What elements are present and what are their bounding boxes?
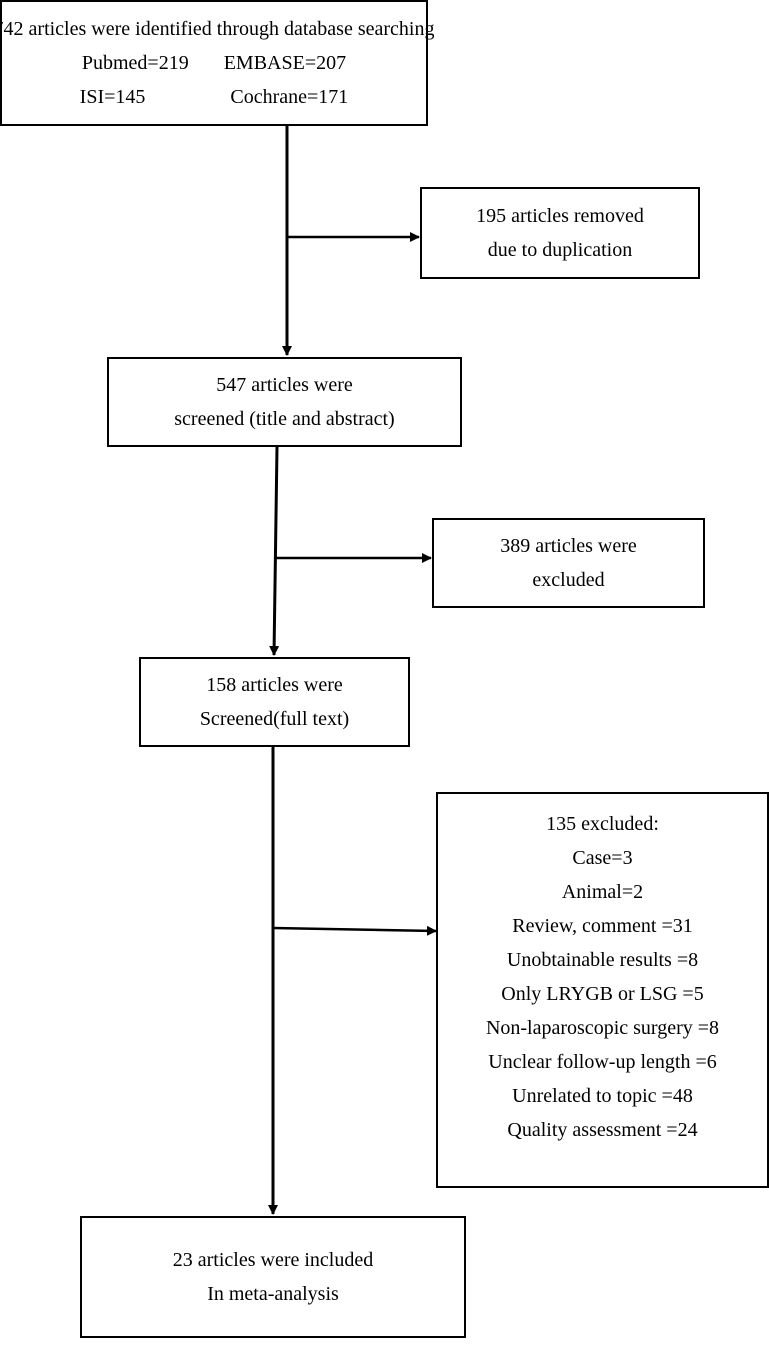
exclusion-reason: Quality assessment =24	[507, 1119, 698, 1141]
identification-row-1: Pubmed=219 EMBASE=207	[81, 52, 347, 74]
included-line-2: In meta-analysis	[207, 1283, 339, 1305]
identification-row-2: ISI=145 Cochrane=171	[79, 86, 349, 108]
identification-title: 742 articles were identified through dat…	[0, 18, 435, 40]
exclusion-reason: Review, comment =31	[512, 915, 693, 937]
screening-line-1: 547 articles were	[216, 374, 353, 396]
screen-excluded-line-1: 389 articles were	[500, 535, 637, 557]
arrow-to-fulltext	[269, 446, 280, 656]
exclusion-reason: Non-laparoscopic surgery =8	[485, 1017, 720, 1039]
fulltext-excluded-title: 135 excluded:	[546, 813, 659, 835]
identification-box: 742 articles were identified through dat…	[0, 0, 434, 126]
exclusion-reason: Unobtainable results =8	[506, 949, 699, 971]
screen-excluded-line-2: excluded	[532, 569, 605, 591]
fulltext-line-1: 158 articles were	[206, 674, 343, 696]
arrow-to-fulltext-excluded	[272, 925, 437, 936]
screening-box: 547 articles were screened (title and ab…	[107, 357, 462, 447]
exclusion-reason: Case=3	[572, 847, 633, 869]
exclusion-reason: Animal=2	[561, 881, 644, 903]
duplicates-line-1: 195 articles removed	[476, 205, 644, 227]
fulltext-line-2: Screened(full text)	[199, 708, 350, 730]
screen-excluded-box: 389 articles were excluded	[432, 518, 705, 608]
duplicates-box: 195 articles removed due to duplication	[420, 187, 700, 279]
included-line-1: 23 articles were included	[172, 1249, 374, 1271]
exclusion-reason: Unrelated to topic =48	[512, 1085, 693, 1107]
screening-line-2: screened (title and abstract)	[174, 408, 395, 430]
exclusion-reason: Only LRYGB or LSG =5	[501, 983, 704, 1005]
exclusion-reason: Unclear follow-up length =6	[488, 1051, 717, 1073]
included-box: 23 articles were included In meta-analys…	[80, 1216, 466, 1338]
fulltext-excluded-box: 135 excluded: Case=3 Animal=2 Review, co…	[436, 792, 769, 1188]
fulltext-box: 158 articles were Screened(full text)	[139, 657, 410, 747]
duplicates-line-2: due to duplication	[487, 239, 633, 261]
